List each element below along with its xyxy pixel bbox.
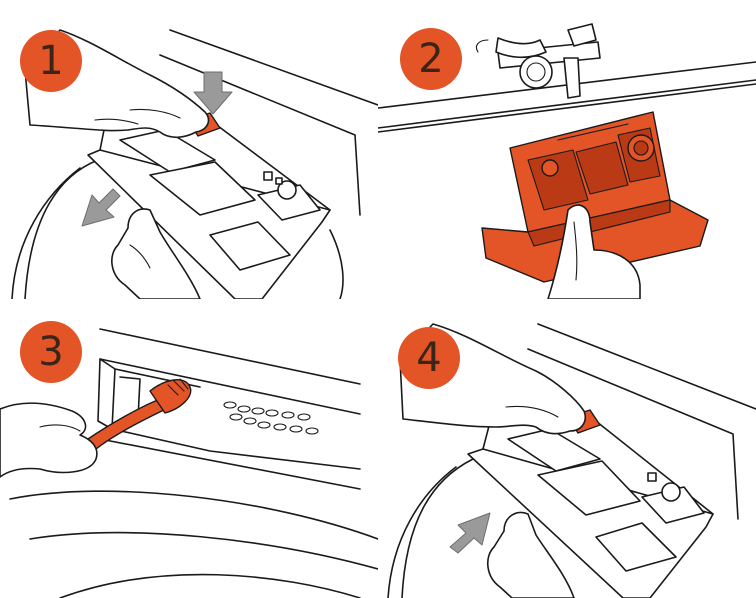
drawer-recess-icon [97, 358, 361, 470]
step-number-badge: 1 [20, 30, 82, 92]
hand-icon [111, 208, 201, 299]
hand-icon [487, 511, 575, 598]
press-down-arrow-icon [193, 71, 233, 115]
step-2-panel: 2 [378, 0, 756, 299]
brush-icon [87, 378, 192, 450]
step-4-panel: 4 [378, 299, 756, 598]
step-3-panel: 3 [0, 299, 378, 598]
water-tap-icon [475, 23, 601, 99]
vent-holes [223, 401, 319, 435]
detergent-drawer-icon [481, 111, 709, 283]
step-number-badge: 4 [398, 327, 460, 389]
step-number-badge: 2 [400, 28, 462, 90]
hand-icon [547, 204, 641, 299]
door-porthole [387, 458, 474, 598]
step-number-badge: 3 [20, 321, 82, 383]
step-1-panel: 1 [0, 0, 378, 299]
push-in-arrow-icon [449, 512, 491, 554]
detergent-drawer-icon [467, 386, 714, 598]
hand-icon [0, 402, 98, 478]
pull-out-arrow-icon [81, 188, 121, 227]
door-porthole [11, 159, 344, 299]
